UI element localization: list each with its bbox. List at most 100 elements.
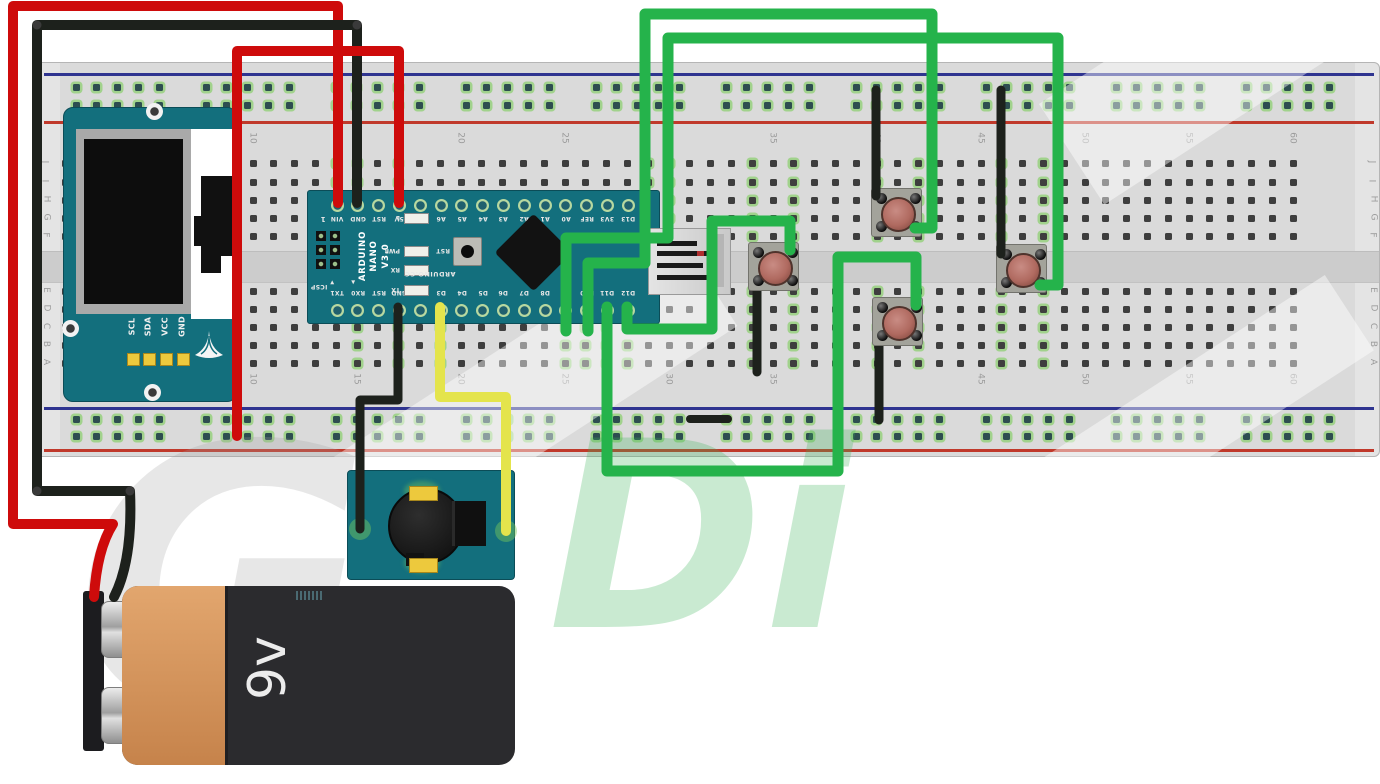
- breadboard-rail-hole: [462, 101, 470, 109]
- breadboard-hole: [436, 359, 444, 367]
- breadboard-hole: [935, 232, 943, 240]
- column-number: 35: [767, 373, 778, 385]
- breadboard-rail-hole: [852, 415, 860, 423]
- breadboard-hole: [1247, 341, 1255, 349]
- breadboard-rail-hole: [1284, 83, 1292, 91]
- breadboard-hole: [956, 178, 964, 186]
- breadboard-hole: [270, 196, 278, 204]
- breadboard-hole: [977, 214, 985, 222]
- breadboard-hole: [852, 196, 860, 204]
- breadboard-rail-hole: [72, 83, 80, 91]
- breadboard-hole: [1019, 305, 1027, 313]
- breadboard-rail-hole: [155, 83, 163, 91]
- row-letter: I: [39, 179, 50, 183]
- row-letter: F: [1367, 232, 1378, 238]
- breadboard-hole: [1081, 232, 1089, 240]
- breadboard-hole: [1060, 214, 1068, 222]
- battery-voltage-text: 9v: [238, 636, 298, 700]
- breadboard-hole: [831, 232, 839, 240]
- watermark-letters-green: Di: [548, 387, 853, 689]
- breadboard-hole: [1019, 159, 1027, 167]
- breadboard-hole: [270, 359, 278, 367]
- mounting-hole: [146, 103, 163, 120]
- arduino-pin-pad: [392, 199, 406, 212]
- buzzer-tab: [452, 501, 486, 546]
- brand-label: ARDUINO.CC: [404, 270, 456, 278]
- breadboard-hole: [1289, 178, 1297, 186]
- arduino-pin-pad: [559, 304, 573, 317]
- breadboard-rail-hole: [223, 83, 231, 91]
- arduino-pin-pad: [496, 199, 510, 212]
- breadboard-hole: [1019, 359, 1027, 367]
- breadboard-hole: [1185, 232, 1193, 240]
- breadboard-hole: [436, 159, 444, 167]
- breadboard-rail-hole: [1065, 432, 1073, 440]
- breadboard-hole: [748, 323, 756, 331]
- breadboard-hole: [977, 196, 985, 204]
- arduino-pin-pad: [621, 304, 635, 317]
- breadboard-hole: [415, 341, 423, 349]
- column-number: 20: [455, 132, 466, 144]
- breadboard-hole: [831, 305, 839, 313]
- breadboard-hole: [1081, 214, 1089, 222]
- breadboard-hole: [1102, 214, 1110, 222]
- arduino-pin-pad: [455, 304, 469, 317]
- breadboard-rail-hole: [353, 101, 361, 109]
- breadboard-hole: [1081, 178, 1089, 186]
- breadboard-rail-hole: [764, 83, 772, 91]
- breadboard-hole: [1268, 196, 1276, 204]
- breadboard-hole: [748, 305, 756, 313]
- breadboard-hole: [457, 159, 465, 167]
- mounting-hole: [144, 384, 161, 401]
- breadboard-hole: [894, 359, 902, 367]
- breadboard-hole: [915, 159, 923, 167]
- arduino-pin-pad: [559, 199, 573, 212]
- breadboard-hole: [457, 359, 465, 367]
- breadboard-hole: [582, 359, 590, 367]
- breadboard-hole: [1227, 178, 1235, 186]
- breadboard-hole: [249, 305, 257, 313]
- breadboard-rail-hole: [873, 101, 881, 109]
- breadboard-rail-hole: [394, 83, 402, 91]
- breadboard-hole: [1164, 323, 1172, 331]
- breadboard-hole: [1268, 159, 1276, 167]
- arduino-pin-pad: [600, 199, 614, 212]
- reset-button: [453, 237, 482, 266]
- breadboard-hole: [249, 196, 257, 204]
- breadboard-hole: [831, 341, 839, 349]
- breadboard-hole: [478, 159, 486, 167]
- arduino-pin-pad: [580, 199, 594, 212]
- breadboard-hole: [519, 159, 527, 167]
- breadboard-rail-hole: [914, 415, 922, 423]
- arduino-pin-pad: [496, 304, 510, 317]
- breadboard-rail-hole: [1154, 415, 1162, 423]
- breadboard-hole: [935, 196, 943, 204]
- breadboard-rail-hole: [1112, 432, 1120, 440]
- breadboard-hole: [769, 159, 777, 167]
- breadboard-hole: [1143, 323, 1151, 331]
- breadboard-hole: [1019, 196, 1027, 204]
- breadboard-hole: [540, 178, 548, 186]
- breadboard-rail-hole: [914, 432, 922, 440]
- breadboard-hole: [831, 159, 839, 167]
- breadboard-hole: [790, 159, 798, 167]
- breadboard-hole: [1039, 196, 1047, 204]
- breadboard-hole: [1185, 323, 1193, 331]
- breadboard-hole: [291, 232, 299, 240]
- breadboard-hole: [1039, 305, 1047, 313]
- breadboard-rail-hole: [873, 415, 881, 423]
- oled-pin-label: SDA: [143, 316, 153, 337]
- breadboard-hole: [811, 159, 819, 167]
- breadboard-hole: [1206, 214, 1214, 222]
- breadboard-hole: [769, 196, 777, 204]
- led-label: TX: [391, 286, 400, 293]
- breadboard-hole: [1143, 232, 1151, 240]
- breadboard-hole: [291, 323, 299, 331]
- row-letter: J: [39, 160, 50, 164]
- arduino-pin-label: D3: [436, 289, 446, 296]
- arduino-pin-pad: [538, 199, 552, 212]
- breadboard-rail-hole: [675, 83, 683, 91]
- breadboard-hole: [852, 341, 860, 349]
- breadboard-hole: [332, 323, 340, 331]
- breadboard-hole: [707, 214, 715, 222]
